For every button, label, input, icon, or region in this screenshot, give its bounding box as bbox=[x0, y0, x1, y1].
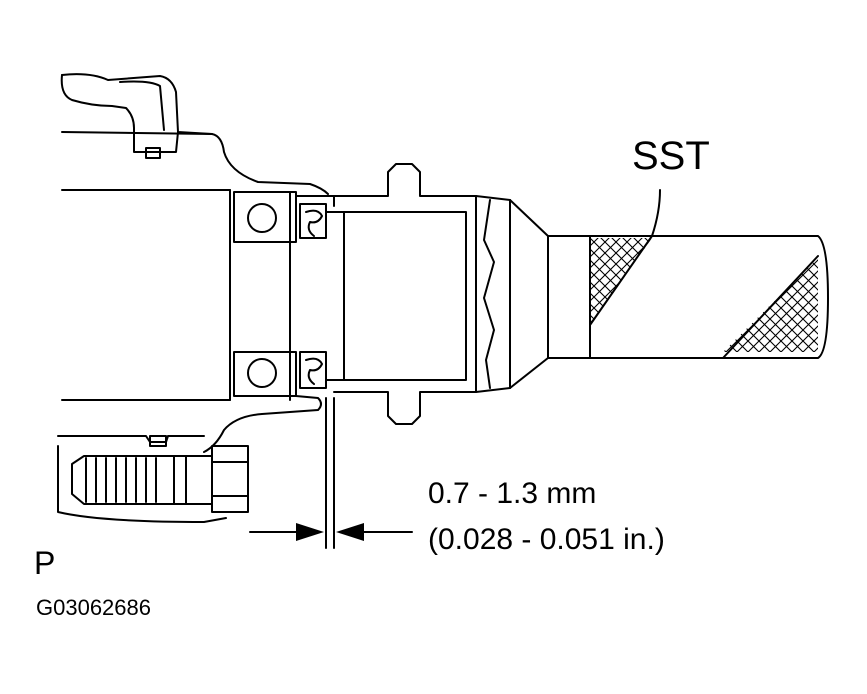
hub-bolt bbox=[71, 435, 249, 513]
clearance-mm-label: 0.7 - 1.3 mm bbox=[428, 477, 597, 510]
oil-seal bbox=[299, 203, 345, 389]
hub-bearing bbox=[61, 189, 335, 401]
bearing-ball-upper bbox=[247, 203, 277, 233]
bearing-ball-lower bbox=[247, 358, 277, 388]
handle-grip-hatch-left bbox=[590, 238, 652, 325]
view-letter-label: P bbox=[34, 545, 56, 581]
dimension-arrow-left bbox=[336, 523, 364, 541]
dimension-arrow-right bbox=[296, 523, 324, 541]
steering-knuckle-upper bbox=[60, 73, 329, 195]
clearance-dimension bbox=[249, 397, 413, 549]
steering-knuckle-lower bbox=[57, 395, 322, 523]
figure-code-label: G03062686 bbox=[36, 595, 151, 620]
sst-tool bbox=[333, 163, 829, 425]
clearance-in-label: (0.028 - 0.051 in.) bbox=[428, 523, 665, 556]
sst-label: SST bbox=[632, 134, 710, 178]
